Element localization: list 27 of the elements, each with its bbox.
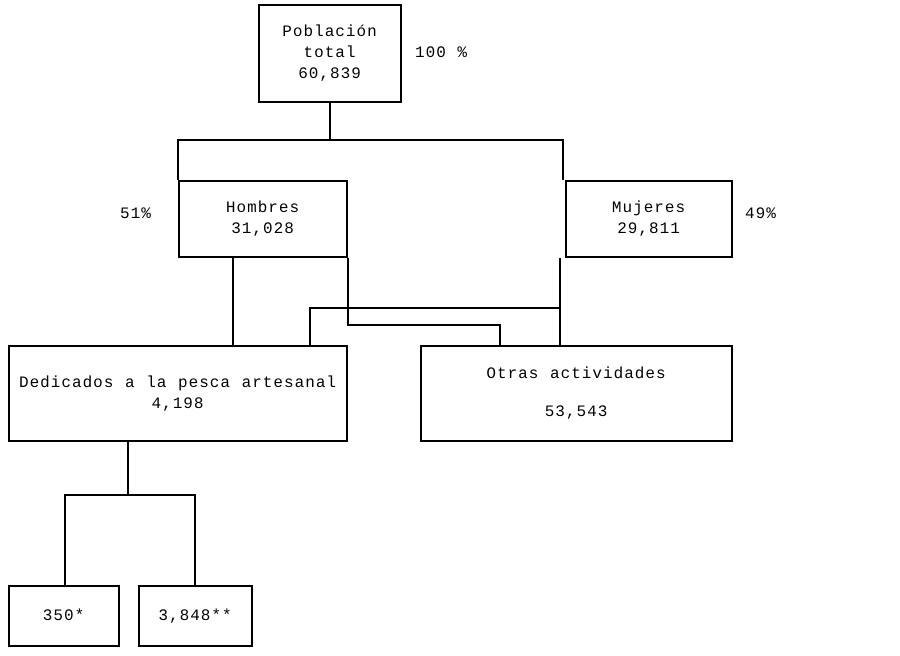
connector-line [127,442,196,585]
process-box [8,585,120,647]
connector-line [347,258,501,345]
box-text: 60,839 [298,64,362,85]
connector-line [232,258,234,345]
process-box [565,180,733,258]
box-text: Hombres [226,198,300,219]
box-text: 4,198 [151,394,204,414]
box-text: Otras actividades [486,364,667,385]
percentage-label: 51% [120,205,152,223]
box-text: 31,028 [231,219,295,240]
connector-line [559,258,561,345]
box-text: 29,811 [617,219,681,240]
box-text: 350* [42,606,86,626]
percentage-label: 100 % [415,44,468,62]
box-text: Dedicados a la pesca artesanal [18,372,338,394]
box-text: 3,848** [158,606,233,626]
process-box [178,180,348,258]
box-text: Población total [281,22,379,64]
process-box [258,4,402,103]
percentage-label: 49% [745,205,777,223]
connector-line [329,103,564,180]
process-box [420,345,733,442]
box-text: 53,543 [544,402,608,423]
process-box [8,345,348,442]
box-text: Mujeres [612,198,686,219]
process-box [138,585,253,647]
